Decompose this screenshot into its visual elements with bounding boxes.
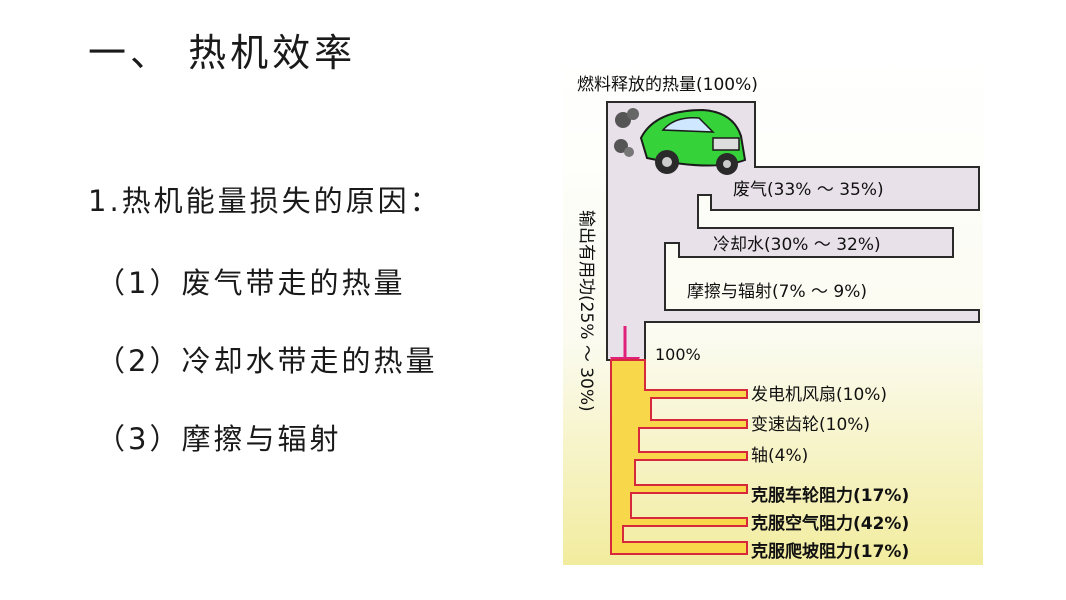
fuel-heat-label: 燃料释放的热量(100%) xyxy=(577,75,758,95)
loss-label-exhaust: 废气(33% ～ 35%) xyxy=(733,180,884,200)
branch-label-shaft: 轴(4%) xyxy=(751,446,808,466)
slide-title: 一、 热机效率 xyxy=(88,31,357,75)
branch-label-gearbox: 变速齿轮(10%) xyxy=(751,415,870,435)
branch-label-air-resistance: 克服空气阻力(42%) xyxy=(751,513,909,534)
branch-label-generator-fan: 发电机风扇(10%) xyxy=(751,385,887,405)
smoke-icon xyxy=(614,108,639,157)
slide-subtitle: 1.热机能量损失的原因： xyxy=(88,184,442,218)
reason-item-1: （1）废气带走的热量 xyxy=(96,266,406,300)
branch-label-wheel-resistance: 克服车轮阻力(17%) xyxy=(751,485,909,506)
branch-label-climb-resistance: 克服爬坡阻力(17%) xyxy=(751,541,909,562)
reason-item-3: （3）摩擦与辐射 xyxy=(96,422,342,456)
energy-flow-svg: 燃料释放的热量(100%) 废气(33% ～ 35%) 冷却水(30% ～ 32… xyxy=(563,60,983,565)
branch-flow-band xyxy=(610,359,748,555)
reason-item-2: （2）冷却水带走的热量 xyxy=(96,344,438,378)
main-flow-band xyxy=(606,101,980,361)
car-icon xyxy=(639,108,747,175)
output-percent-label: 100% xyxy=(655,345,701,364)
useful-work-label: 输出有用功(25% ～ 30%) xyxy=(576,210,596,412)
loss-label-friction: 摩擦与辐射(7% ～ 9%) xyxy=(687,282,867,302)
energy-flow-diagram: 燃料释放的热量(100%) 废气(33% ～ 35%) 冷却水(30% ～ 32… xyxy=(563,60,983,565)
loss-label-coolant: 冷却水(30% ～ 32%) xyxy=(713,235,881,255)
